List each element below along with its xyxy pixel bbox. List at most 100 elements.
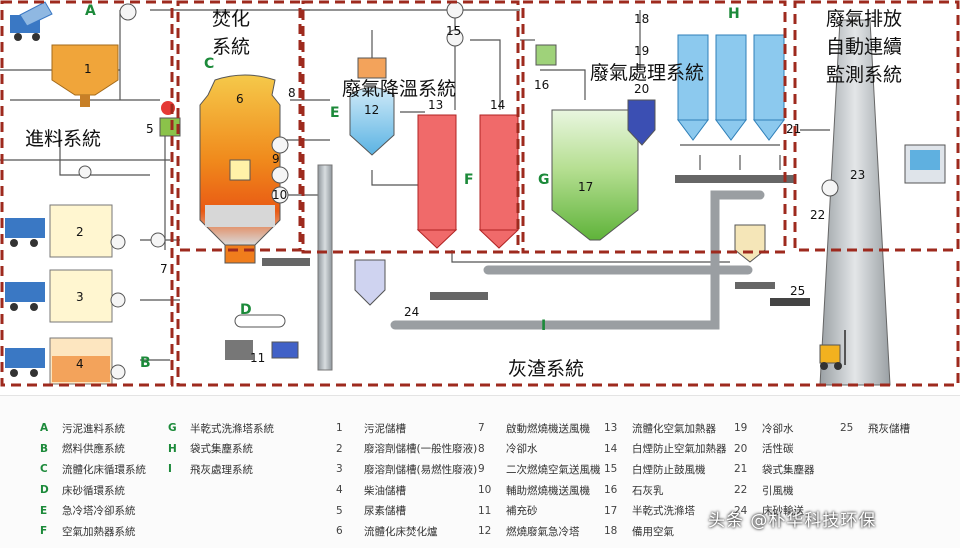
air-heater-14 <box>478 114 520 249</box>
sludge-storage-tank <box>51 44 119 107</box>
zone-letter-d: D <box>240 302 252 318</box>
zone-letter-e: E <box>330 105 340 121</box>
equipment-number-7: 7 <box>160 262 168 276</box>
equipment-number-21: 21 <box>786 122 802 136</box>
zone-title-incineration-1: 焚化 <box>212 8 251 30</box>
equipment-number-14: 14 <box>490 98 506 112</box>
diesel-tank <box>5 337 113 385</box>
equipment-number-19: 19 <box>634 44 650 58</box>
screw-conveyors <box>262 175 810 306</box>
fans <box>78 1 839 380</box>
equipment-number-4: 4 <box>76 357 84 371</box>
zone-letter-b: B <box>140 355 151 371</box>
building <box>904 144 946 184</box>
zone-title-monitoring-3: 監測系統 <box>826 64 903 86</box>
activated-carbon-hopper <box>627 99 656 146</box>
equipment-number-12: 12 <box>364 103 380 117</box>
equipment-number-2: 2 <box>76 225 84 239</box>
zone-letter-h: H <box>728 6 740 22</box>
fly-ash-hopper <box>734 224 766 263</box>
equipment-number-13: 13 <box>428 98 444 112</box>
feed-truck <box>10 1 53 41</box>
watermark: 头条 @朴华科技环保 <box>708 511 877 531</box>
zone-letter-i: I <box>541 318 547 334</box>
zone-letter-c: C <box>204 56 215 72</box>
fluidized-bed-incinerator <box>199 74 281 264</box>
equipment-number-17: 17 <box>578 180 594 194</box>
bag-filter <box>677 34 785 141</box>
equipment-number-5: 5 <box>146 122 154 136</box>
duct-column <box>317 164 333 371</box>
equipment-number-23: 23 <box>850 168 866 182</box>
forklift <box>819 330 846 370</box>
zone-title-treatment: 廢氣處理系統 <box>590 62 705 84</box>
quench-tower <box>349 57 395 156</box>
waste-solvent-tank-2 <box>5 269 113 323</box>
equipment-number-8: 8 <box>288 86 296 100</box>
zone-title-feed: 進料系統 <box>25 128 102 150</box>
zone-title-monitoring-2: 自動連續 <box>826 36 903 58</box>
equipment-number-16: 16 <box>534 78 550 92</box>
sand-hopper <box>354 259 386 306</box>
air-heater-13 <box>416 114 458 249</box>
zone-title-incineration-2: 系統 <box>212 36 251 58</box>
diagram-canvas <box>0 0 960 387</box>
zone-letter-f: F <box>464 172 474 188</box>
zone-title-cooling: 廢氣降溫系統 <box>342 78 457 100</box>
zone-title-monitoring-1: 廢氣排放 <box>826 8 903 30</box>
equipment-number-24: 24 <box>404 305 420 319</box>
zone-boundaries <box>0 0 960 387</box>
zone-letter-a: A <box>85 3 96 19</box>
equipment-number-11: 11 <box>250 351 266 365</box>
zone-letter-g: G <box>538 172 550 188</box>
equipment-number-25: 25 <box>790 284 806 298</box>
equipment-number-6: 6 <box>236 92 244 106</box>
equipment-number-10: 10 <box>272 188 288 202</box>
ash-conveyor-ducts <box>390 190 765 330</box>
zone-title-ash: 灰渣系統 <box>508 358 585 380</box>
sand-supply <box>225 314 299 360</box>
equipment-number-22: 22 <box>810 208 826 222</box>
process-diagram: 進料系統 焚化 系統 廢氣降溫系統 廢氣處理系統 廢氣排放 自動連續 監測系統 … <box>0 0 960 387</box>
waste-solvent-tank-1 <box>5 204 113 258</box>
equipment-number-3: 3 <box>76 290 84 304</box>
